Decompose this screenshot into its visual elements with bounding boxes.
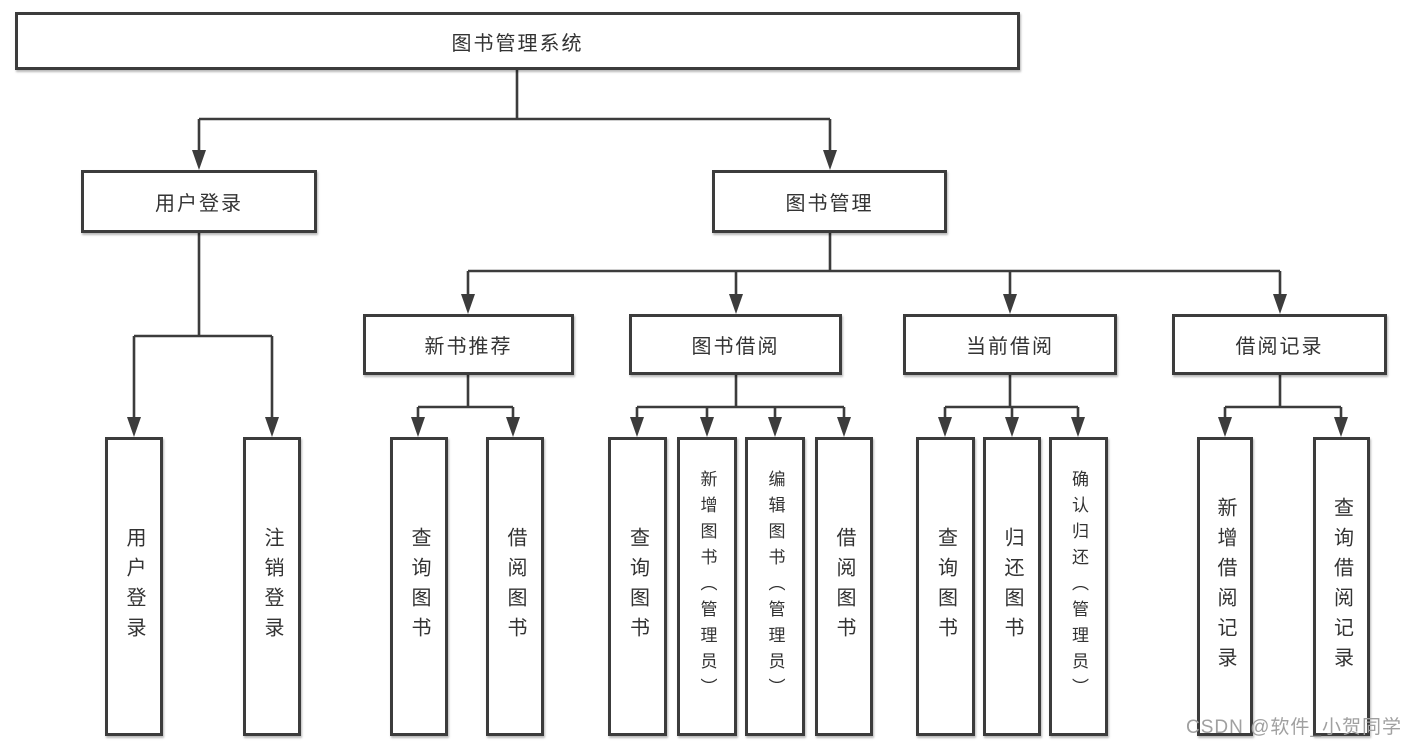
- node-label: 图书借阅: [691, 336, 780, 358]
- leaf-label: 查询图书: [408, 526, 430, 647]
- leaf-label: 用户登录: [123, 526, 145, 647]
- leaf-label: 查询图书: [626, 526, 649, 647]
- leaf-label: 借阅图书: [504, 526, 526, 647]
- node-borrow-records: 借阅记录: [1172, 314, 1387, 375]
- node-label: 图书管理系统: [451, 32, 584, 55]
- leaf-logout: 注销登录: [243, 437, 301, 736]
- node-label: 新书推荐: [424, 336, 513, 358]
- leaf-label: 注销登录: [261, 526, 283, 647]
- leaf-query-borrow-record: 查询借阅记录: [1313, 437, 1370, 736]
- node-label: 用户登录: [155, 193, 243, 215]
- leaf-user-login: 用户登录: [105, 437, 163, 736]
- node-root-system: 图书管理系统: [15, 12, 1020, 70]
- leaf-label: 查询借阅记录: [1330, 496, 1353, 677]
- node-new-book-recommend: 新书推荐: [363, 314, 574, 375]
- leaf-label: 新增图书（管理员）: [697, 469, 717, 704]
- leaf-label: 编辑图书（管理员）: [765, 469, 785, 704]
- leaf-label: 确认归还（管理员）: [1069, 469, 1088, 704]
- leaf-add-borrow-record: 新增借阅记录: [1197, 437, 1253, 736]
- node-book-borrow: 图书借阅: [629, 314, 842, 375]
- node-label: 借阅记录: [1235, 336, 1324, 358]
- leaf-query-books-current: 查询图书: [916, 437, 975, 736]
- leaf-confirm-return-admin: 确认归还（管理员）: [1049, 437, 1108, 736]
- leaf-borrow-books: 借阅图书: [815, 437, 873, 736]
- leaf-label: 新增借阅记录: [1214, 496, 1236, 677]
- node-user-login-branch: 用户登录: [81, 170, 317, 233]
- node-current-borrow: 当前借阅: [903, 314, 1117, 375]
- node-book-management-branch: 图书管理: [712, 170, 947, 233]
- leaf-return-books: 归还图书: [983, 437, 1041, 736]
- leaf-add-books-admin: 新增图书（管理员）: [677, 437, 737, 736]
- leaf-query-books-recommend: 查询图书: [390, 437, 448, 736]
- node-label: 图书管理: [785, 193, 874, 215]
- leaf-borrow-books-recommend: 借阅图书: [486, 437, 544, 736]
- node-label: 当前借阅: [966, 336, 1054, 358]
- leaf-label: 归还图书: [1001, 526, 1023, 647]
- leaf-label: 借阅图书: [833, 526, 855, 647]
- leaf-label: 查询图书: [934, 526, 957, 647]
- leaf-query-books-borrow: 查询图书: [608, 437, 667, 736]
- csdn-watermark: CSDN @软件_小贺同学: [1186, 717, 1402, 738]
- leaf-edit-books-admin: 编辑图书（管理员）: [745, 437, 805, 736]
